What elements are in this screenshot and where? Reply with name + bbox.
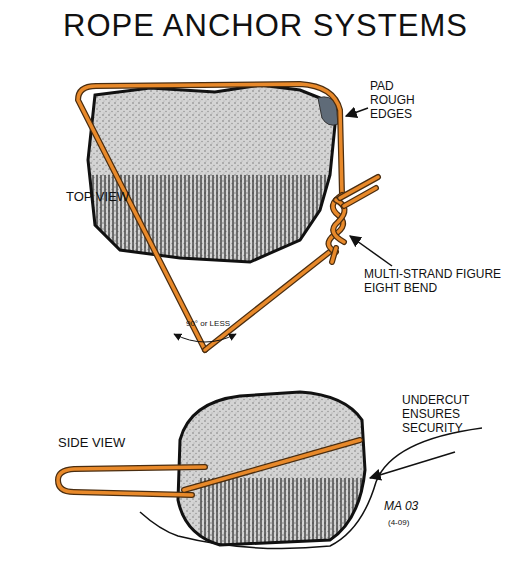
view-label: TOP VIEW bbox=[66, 190, 156, 205]
title: ROPE ANCHOR SYSTEMS bbox=[40, 8, 491, 44]
rock-outline bbox=[88, 85, 335, 262]
callout-label: MULTI-STRAND FIGURE EIGHT BEND bbox=[364, 268, 514, 296]
view-label: SIDE VIEW bbox=[58, 436, 148, 451]
callout-label: UNDERCUT ENSURES SECURITY bbox=[402, 394, 494, 435]
signature: MA 03 bbox=[384, 500, 434, 514]
leader-arrow bbox=[346, 108, 368, 116]
angle-label: 90° or LESS bbox=[168, 319, 248, 328]
rope-top bbox=[78, 84, 378, 350]
leader-arrow bbox=[370, 452, 455, 478]
callout-label: PAD ROUGH EDGES bbox=[370, 80, 428, 121]
leader-arrow bbox=[350, 236, 392, 266]
angle-arrow bbox=[174, 334, 236, 342]
ground-line bbox=[140, 428, 482, 548]
signature-date: (4-09) bbox=[388, 518, 438, 527]
